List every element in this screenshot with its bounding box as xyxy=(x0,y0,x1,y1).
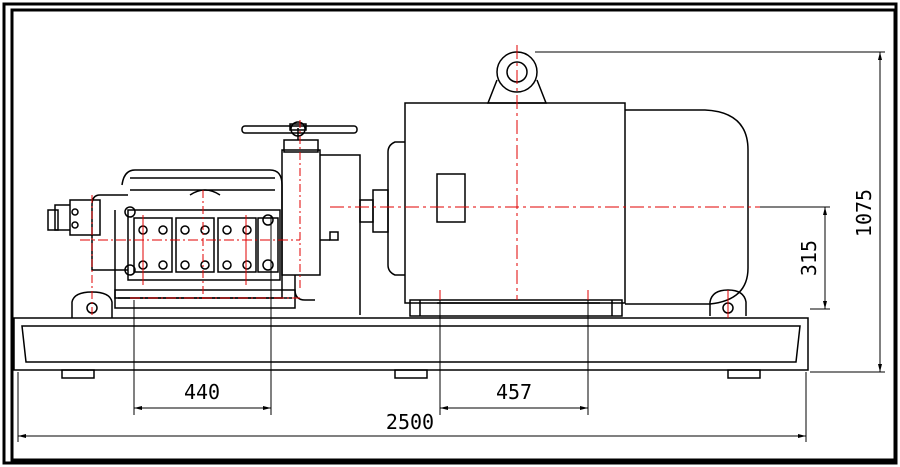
dimension-motor-foot-spacing: 457 xyxy=(496,380,532,404)
dimension-overall-length: 2500 xyxy=(386,410,434,434)
electric-motor xyxy=(359,51,749,317)
dimension-overall-height: 1075 xyxy=(852,189,876,237)
center-lines xyxy=(80,45,760,318)
inner-frame xyxy=(10,8,897,462)
dimension-arrows xyxy=(18,52,882,438)
dimension-pump-foot-spacing: 440 xyxy=(184,380,220,404)
dimension-lines xyxy=(17,51,885,442)
dimension-shaft-center-height: 315 xyxy=(797,240,821,276)
base-frame xyxy=(13,317,809,379)
plunger-pump xyxy=(47,121,361,318)
